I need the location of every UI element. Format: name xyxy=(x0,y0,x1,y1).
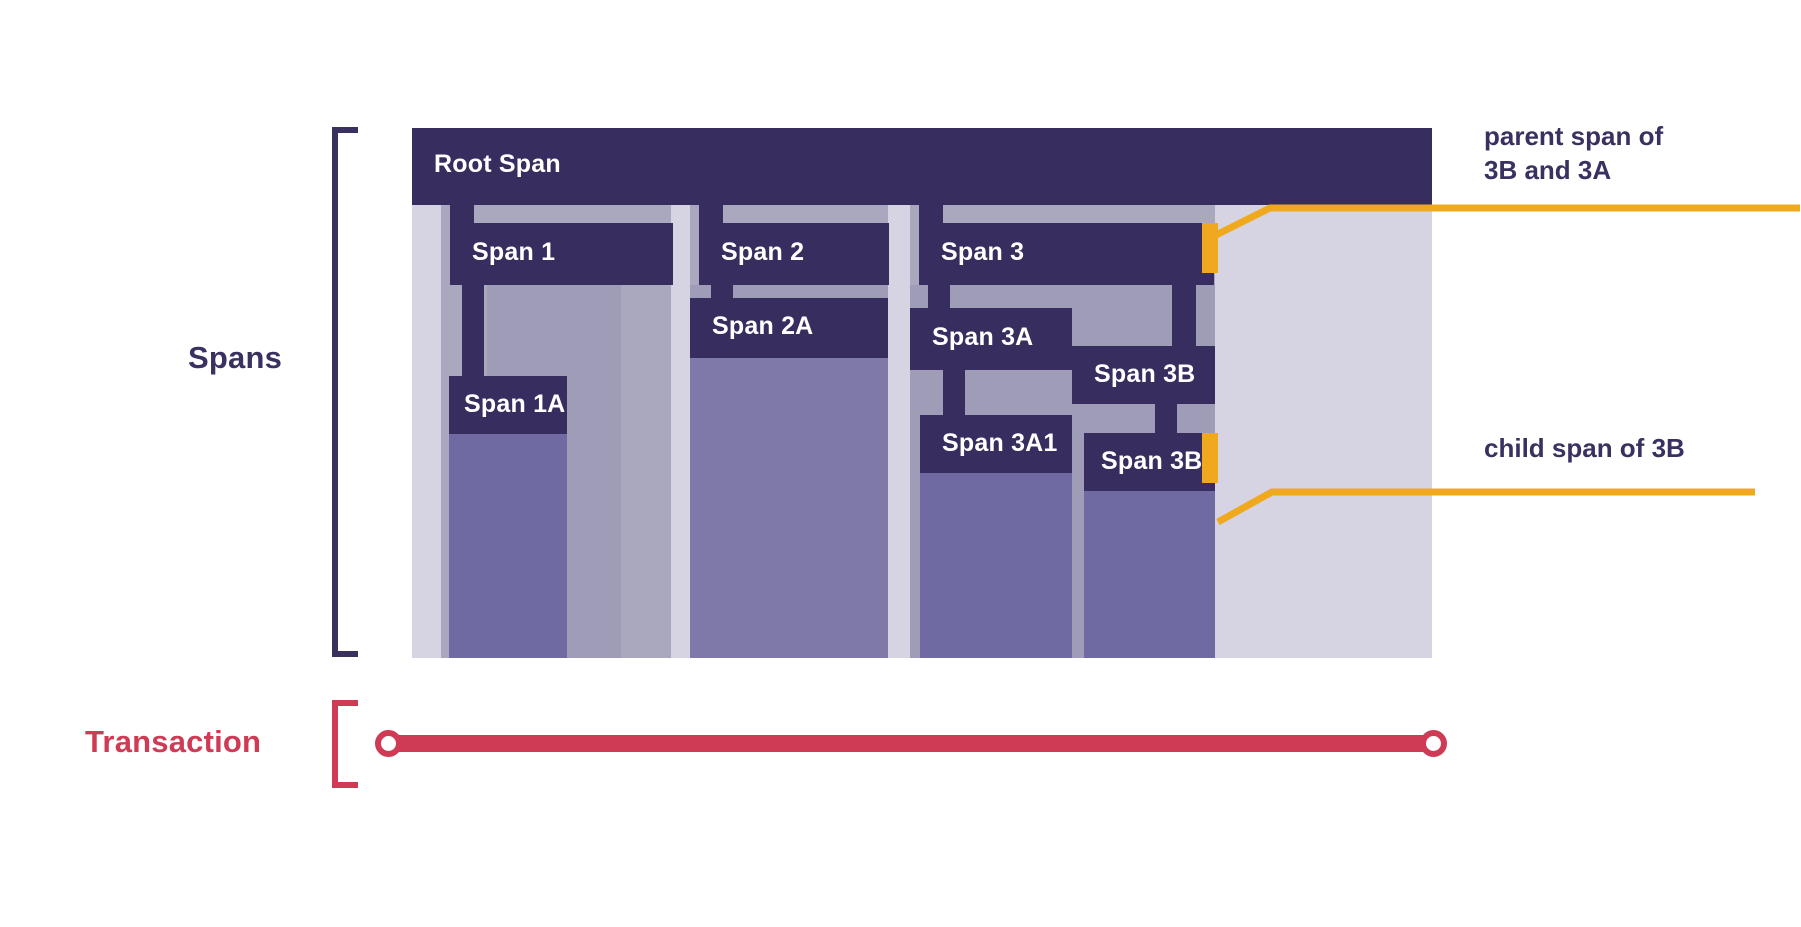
span-bar-1a[interactable] xyxy=(449,376,567,434)
leader-line-child xyxy=(1216,488,1755,526)
span-bar-3b1[interactable] xyxy=(1084,433,1215,491)
span-label-1a: Span 1A xyxy=(464,390,566,418)
span-bar-3b[interactable] xyxy=(1072,346,1215,404)
span-bar-3a1[interactable] xyxy=(920,415,1072,473)
span-body-1a xyxy=(449,434,567,658)
span-label-2: Span 2 xyxy=(721,238,805,266)
leader-line-parent xyxy=(1208,204,1800,242)
span-body-3a1 xyxy=(920,473,1072,658)
transaction-end-dot[interactable] xyxy=(1420,730,1447,757)
spans-axis-label: Spans xyxy=(188,340,283,375)
span-label-3b: Span 3B xyxy=(1094,360,1196,388)
span-label-3a1: Span 3A1 xyxy=(942,429,1058,457)
span-bar-3[interactable] xyxy=(919,223,1214,285)
span-label-1: Span 1 xyxy=(472,238,556,266)
span-label-2a: Span 2A xyxy=(712,312,814,340)
span-bar-2[interactable] xyxy=(699,223,889,285)
transaction-bracket xyxy=(332,700,358,788)
span-label-3: Span 3 xyxy=(941,238,1025,266)
spans-bracket xyxy=(332,127,358,657)
span-body-3b1 xyxy=(1084,491,1215,658)
transaction-bar[interactable] xyxy=(386,735,1433,752)
span-bar-1[interactable] xyxy=(450,223,673,285)
marker-child-span-3b1[interactable] xyxy=(1202,433,1218,483)
span-body-2a xyxy=(690,358,888,658)
span-label-root: Root Span xyxy=(434,150,561,178)
transaction-axis-label: Transaction xyxy=(85,724,262,759)
span-label-3a: Span 3A xyxy=(932,323,1034,351)
transaction-start-dot[interactable] xyxy=(375,730,402,757)
span-bar-root[interactable] xyxy=(412,128,1432,205)
span-label-3b1: Span 3B1 xyxy=(1101,447,1217,475)
span-bar-2a[interactable] xyxy=(690,298,888,358)
callout-parent-span: parent span of 3B and 3A xyxy=(1484,121,1664,185)
callout-child-span: child span of 3B xyxy=(1484,433,1685,463)
span-waterfall: Root Span Span 1 Span 1A Span 2 Span 2A xyxy=(412,128,1432,658)
